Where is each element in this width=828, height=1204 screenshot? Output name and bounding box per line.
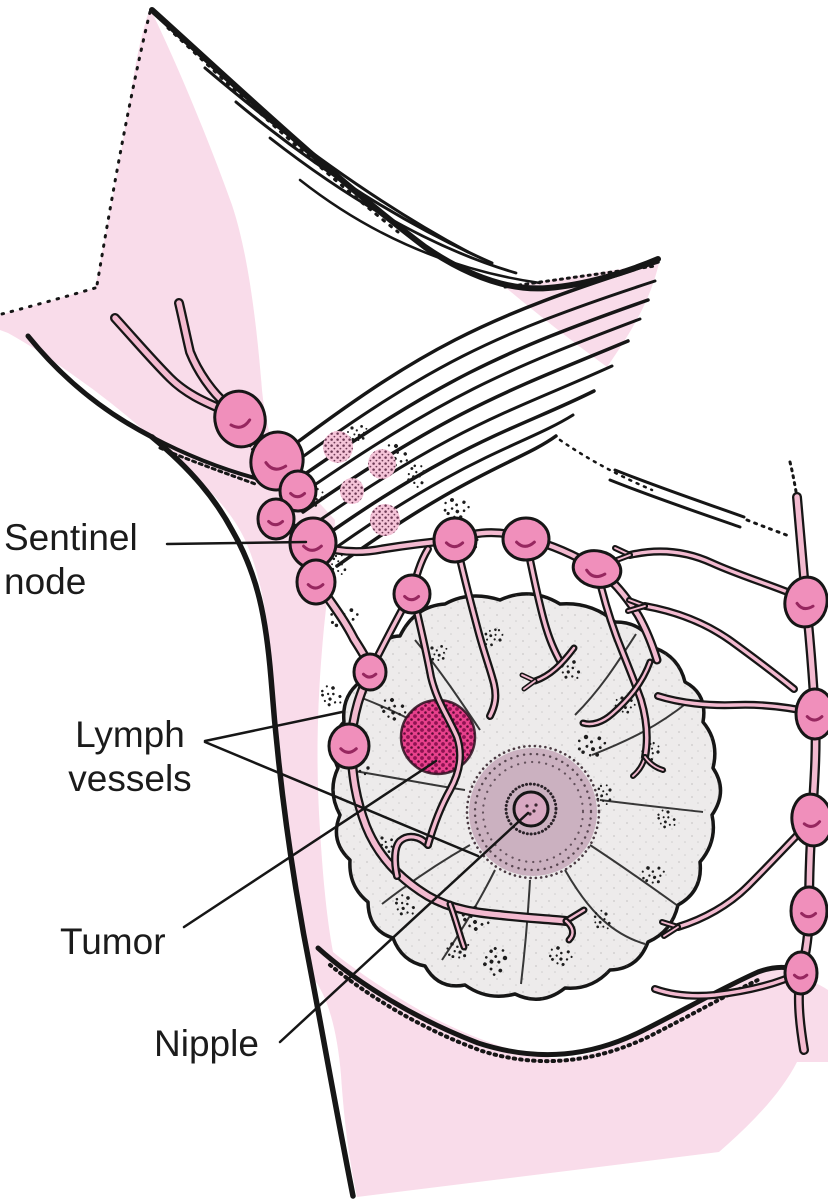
skin-upper-right-wedge <box>505 263 659 367</box>
label-tumor: Tumor <box>60 921 166 962</box>
lymph-node <box>571 549 623 589</box>
tumor-leader <box>182 759 438 929</box>
lymph-node <box>278 469 318 513</box>
tumor-shape <box>399 698 477 776</box>
muscle-edge-double-line-a <box>613 468 746 519</box>
leader-lines <box>165 540 530 1044</box>
torso-contour <box>149 434 356 1199</box>
lymph-node <box>783 950 819 996</box>
lymph-node <box>352 652 388 692</box>
nipple-leader <box>278 811 530 1044</box>
lymph-node <box>432 516 478 564</box>
axilla-fold-line <box>150 435 264 482</box>
lymph-node <box>501 516 551 562</box>
lymph-node <box>790 792 828 848</box>
inframammary-contour <box>315 945 796 1058</box>
muscle-edge-double-line-b <box>608 478 742 529</box>
lymph-node <box>295 558 337 606</box>
lymph-node <box>327 722 371 770</box>
lymph-node <box>783 575 828 629</box>
body-contours <box>0 7 799 1199</box>
lymph-node <box>789 885 828 937</box>
lymph-node <box>794 687 828 741</box>
armpit-diagonal-contour <box>25 333 155 440</box>
lymph-nodes-group <box>213 389 828 996</box>
lymph-vessels-leader-lower <box>203 740 480 858</box>
sentinel-node-leader <box>165 540 308 546</box>
lymph-vessels-leader-upper <box>203 710 344 743</box>
label-lymph-vessels: Lymph vessels <box>68 714 192 799</box>
skin-left-and-bottom <box>0 8 800 1197</box>
lymph-node <box>392 573 432 615</box>
lymph-node <box>213 389 267 449</box>
label-nipple: Nipple <box>154 1023 259 1064</box>
label-sentinel-node: Sentinel node <box>4 517 138 602</box>
lymph-node <box>256 497 296 541</box>
fuzz-hatching <box>0 10 799 1064</box>
